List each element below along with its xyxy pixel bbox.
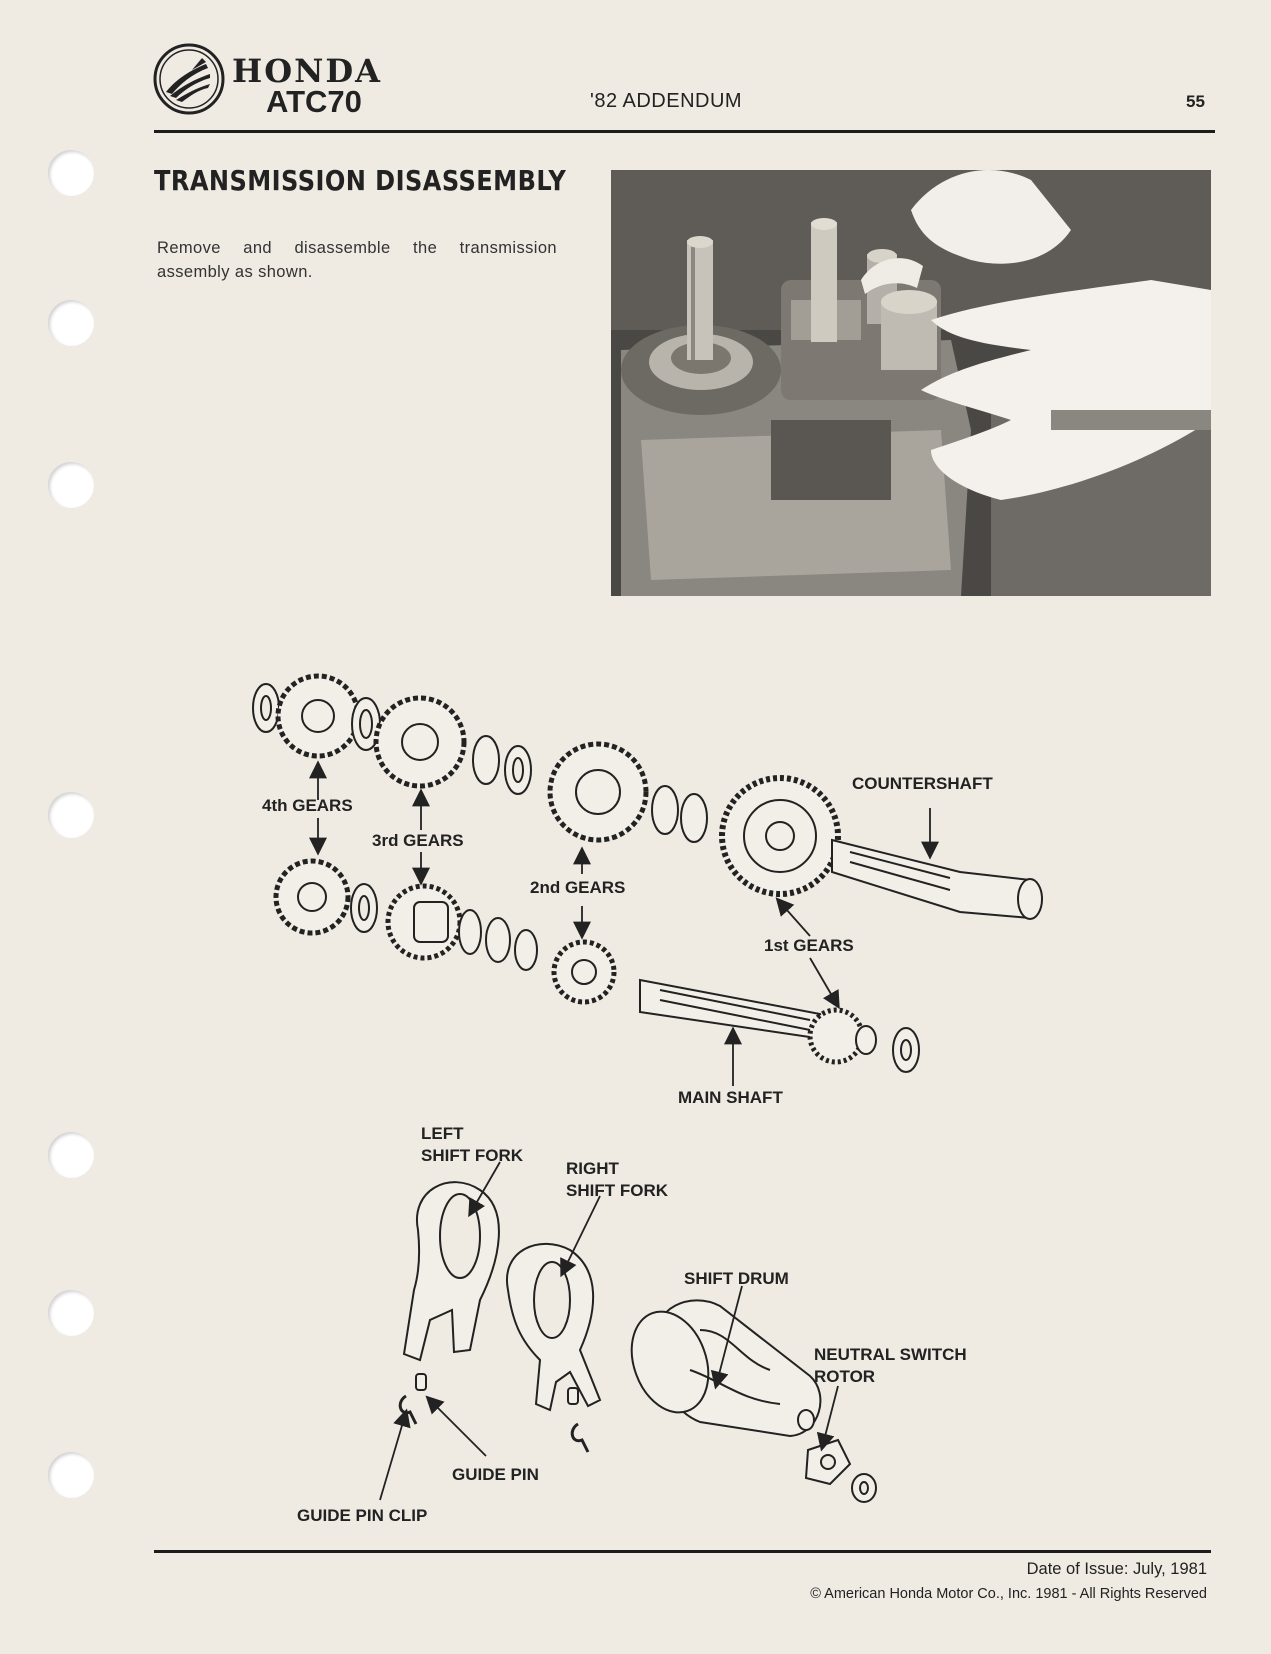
model-name: ATC70 [266, 84, 362, 119]
instruction-text: Remove and disassemble the transmission … [157, 239, 557, 281]
washer-hole [358, 895, 370, 921]
binder-hole [48, 462, 94, 508]
binder-hole [48, 792, 94, 838]
date-of-issue: Date of Issue: July, 1981 [1026, 1560, 1207, 1578]
fork-bore [533, 1261, 571, 1339]
label-shift-drum: SHIFT DRUM [684, 1269, 789, 1288]
label-neutral-switch-rotor: NEUTRAL SWITCH ROTOR [814, 1345, 967, 1386]
shift-drum-stub [797, 1409, 815, 1431]
washer-hole [359, 709, 373, 739]
page-heading: TRANSMISSION DISASSEMBLY [154, 164, 567, 197]
washer-hole [260, 695, 272, 721]
snap-ring [485, 917, 511, 963]
footer-rule [154, 1550, 1211, 1553]
binder-hole [48, 1290, 94, 1336]
washer [514, 929, 538, 971]
label-3rd-gears: 3rd GEARS [372, 831, 464, 850]
washer-hole [512, 757, 524, 783]
binder-hole [48, 1132, 94, 1178]
honda-wing-logo [153, 43, 225, 115]
binder-hole [48, 300, 94, 346]
label-2nd-gears: 2nd GEARS [530, 878, 626, 897]
washer-hole [900, 1039, 912, 1061]
page-number: 55 [1186, 92, 1205, 111]
guide-pin [567, 1387, 579, 1405]
gear-spline-hub [413, 901, 449, 943]
copyright-notice: © American Honda Motor Co., Inc. 1981 - … [810, 1586, 1207, 1602]
label-1st-gears: 1st GEARS [764, 936, 854, 955]
brand-name: HONDA [232, 52, 382, 90]
binder-hole [48, 1452, 94, 1498]
label-right-shift-fork: RIGHT SHIFT FORK [566, 1159, 668, 1200]
header-rule [154, 130, 1215, 133]
label-left-shift-fork: LEFT SHIFT FORK [421, 1124, 523, 1165]
washer [458, 909, 482, 955]
label-guide-pin: GUIDE PIN [452, 1465, 539, 1484]
gear-hub [401, 723, 439, 761]
countershaft-end [1017, 878, 1043, 920]
shaft-end [855, 1025, 877, 1055]
gear-hub [765, 821, 795, 851]
shift-drum-groove [689, 1369, 781, 1405]
label-countershaft: COUNTERSHAFT [852, 774, 993, 793]
main-shaft [639, 978, 832, 1042]
mainshaft-1st-gear [807, 1007, 865, 1065]
guide-pin [415, 1373, 427, 1391]
shift-drum-end [630, 1310, 710, 1414]
section-title: '82 ADDENDUM [590, 90, 743, 112]
label-guide-pin-clip: GUIDE PIN CLIP [297, 1506, 428, 1525]
gear-hub [575, 769, 621, 815]
washer [680, 793, 708, 843]
rotor-hole [820, 1454, 836, 1470]
label-main-shaft: MAIN SHAFT [678, 1088, 783, 1107]
binder-hole [48, 150, 94, 196]
label-4th-gears: 4th GEARS [262, 796, 353, 815]
snap-ring [651, 785, 679, 835]
guide-pin-clip [398, 1394, 418, 1425]
gear-hub [571, 959, 597, 985]
transmission-photo [611, 170, 1211, 596]
rotor-washer-hole [859, 1481, 869, 1495]
gear-hub [297, 882, 327, 912]
snap-ring [472, 735, 500, 785]
gear-hub [301, 699, 335, 733]
countershaft [831, 838, 1031, 920]
guide-pin-clip [570, 1422, 590, 1453]
shift-drum-groove [699, 1329, 771, 1371]
